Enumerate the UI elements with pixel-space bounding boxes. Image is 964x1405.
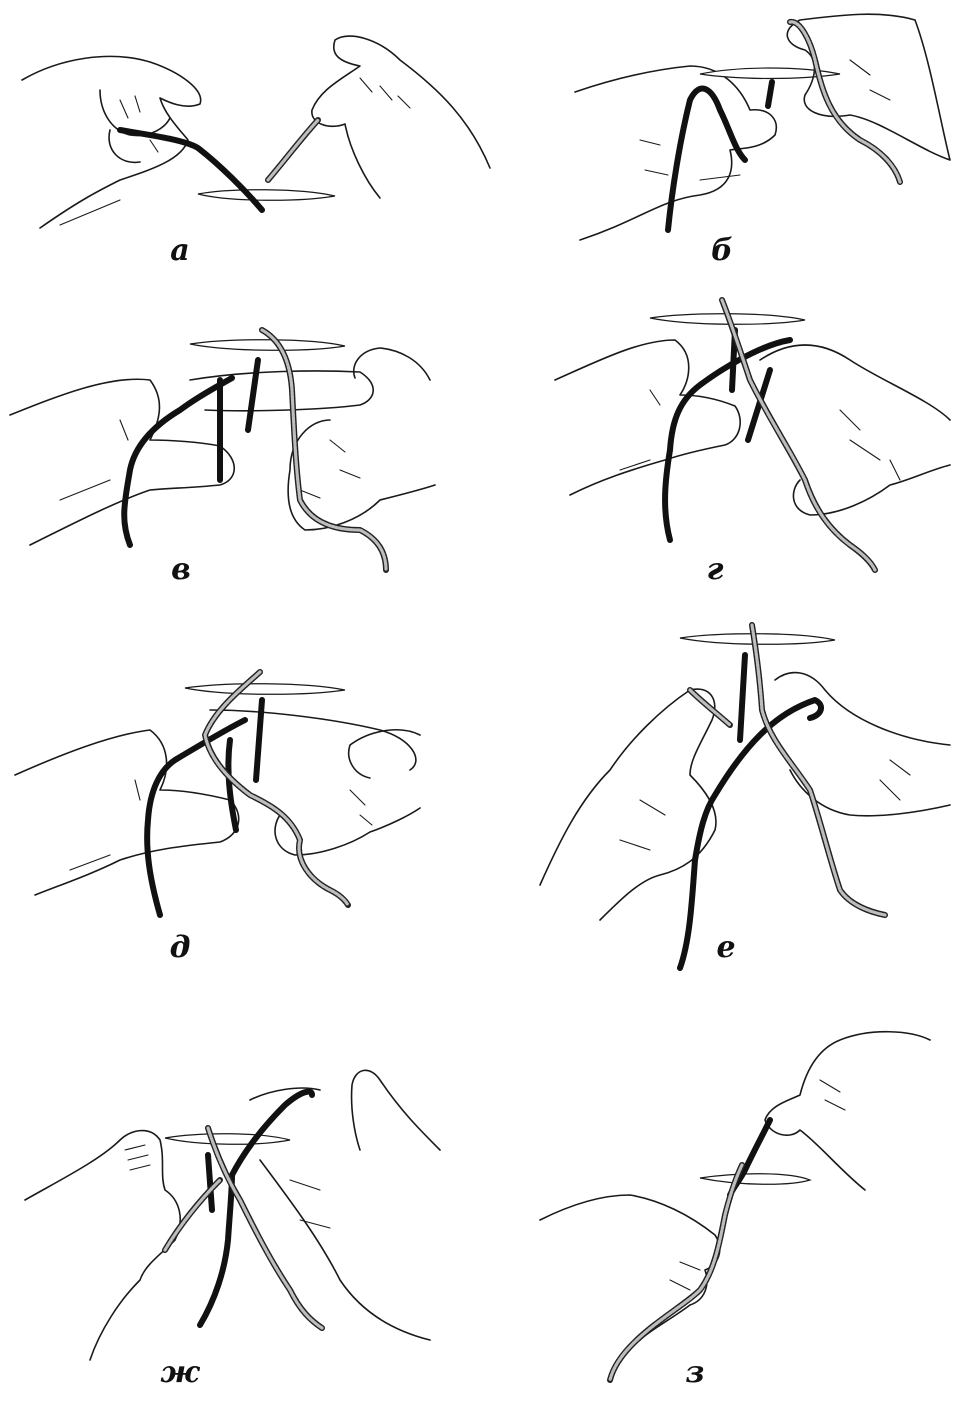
wound-incision bbox=[165, 1134, 290, 1145]
light-thread bbox=[690, 625, 885, 915]
right-hand-crease bbox=[880, 760, 910, 800]
right-hand bbox=[765, 1032, 930, 1190]
right-hand-crease bbox=[290, 1180, 330, 1228]
light-thread bbox=[205, 672, 348, 905]
wound-incision bbox=[190, 340, 345, 351]
panel-label-a: а bbox=[170, 236, 189, 266]
dark-thread bbox=[665, 330, 790, 540]
left-hand bbox=[540, 689, 716, 920]
wound-incision bbox=[700, 1174, 810, 1185]
left-hand-crease bbox=[640, 140, 740, 180]
panel-a bbox=[22, 36, 490, 228]
right-hand bbox=[312, 36, 490, 198]
panel-zh bbox=[25, 1070, 440, 1360]
right-hand bbox=[775, 673, 950, 816]
right-hand-crease bbox=[350, 790, 372, 825]
dark-thread bbox=[124, 360, 258, 545]
panel-label-z: з bbox=[685, 1358, 704, 1388]
panel-g bbox=[555, 300, 950, 570]
right-hand-crease bbox=[820, 1080, 845, 1110]
left-hand-crease bbox=[620, 390, 660, 470]
left-hand-fingers bbox=[100, 90, 170, 162]
right-hand bbox=[787, 14, 950, 160]
light-thread bbox=[790, 22, 900, 182]
left-hand-crease bbox=[60, 420, 128, 500]
panel-label-v: в bbox=[171, 555, 191, 585]
light-thread bbox=[262, 330, 386, 570]
right-hand bbox=[288, 348, 435, 530]
right-hand-crease bbox=[300, 440, 360, 498]
panel-label-g: г bbox=[707, 555, 724, 585]
right-hand-crease bbox=[360, 78, 410, 108]
wound-incision bbox=[185, 684, 345, 695]
panel-e bbox=[540, 625, 950, 968]
right-hand bbox=[760, 345, 950, 515]
light-thread bbox=[610, 1165, 742, 1380]
light-thread bbox=[268, 120, 318, 180]
panel-d bbox=[15, 672, 420, 915]
left-hand-crease bbox=[620, 800, 665, 850]
right-hand-crease bbox=[850, 60, 890, 100]
panel-v bbox=[10, 330, 435, 570]
left-hand bbox=[25, 1131, 180, 1360]
light-thread bbox=[722, 300, 875, 570]
panel-label-b: б bbox=[711, 236, 733, 266]
dark-thread bbox=[668, 82, 772, 230]
panel-z bbox=[540, 1032, 930, 1380]
wound-incision bbox=[198, 190, 335, 201]
right-hand-crease bbox=[840, 410, 900, 480]
panel-b bbox=[575, 14, 950, 240]
left-hand-crease bbox=[125, 1145, 150, 1170]
left-hand bbox=[15, 730, 239, 895]
left-hand-crease bbox=[670, 1262, 700, 1290]
panel-label-zh: ж bbox=[160, 1358, 199, 1388]
left-hand bbox=[555, 340, 740, 495]
panel-label-e: е bbox=[716, 933, 735, 963]
panel-label-d: д bbox=[170, 933, 191, 963]
